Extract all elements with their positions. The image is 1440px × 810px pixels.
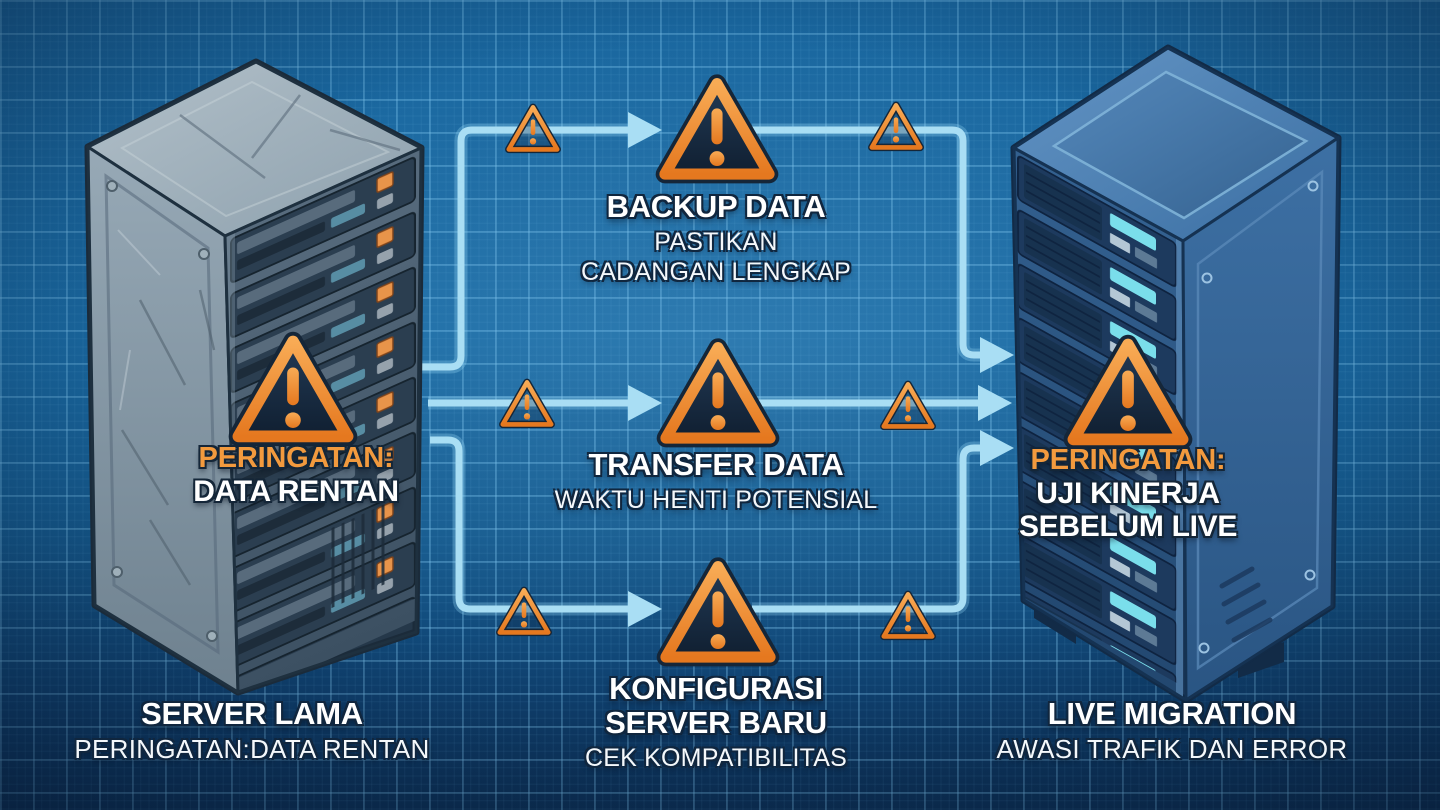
step-subtitle-line: CADANGAN LENGKAP xyxy=(581,258,851,286)
step-subtitle-line: WAKTU HENTI POTENSIAL xyxy=(554,486,878,514)
new-server-illustration xyxy=(1010,44,1342,704)
old-server-illustration xyxy=(84,58,425,696)
arrow-icon xyxy=(980,337,1014,373)
new-server-caption: LIVE MIGRATION AWASI TRAFIK DAN ERROR xyxy=(996,696,1348,765)
arrow-icon xyxy=(628,385,662,421)
step-title: KONFIGURASI xyxy=(609,671,823,706)
caption-subtitle: PERINGATAN:DATA RENTAN xyxy=(74,734,430,764)
step-subtitle-line: PASTIKAN xyxy=(654,228,778,256)
step-configure-server: KONFIGURASI SERVER BARU CEK KOMPATIBILIT… xyxy=(585,672,847,773)
old-server-warning-label: PERINGATAN: DATA RENTAN xyxy=(193,441,399,508)
step-title: TRANSFER DATA xyxy=(588,447,844,482)
arrow-icon xyxy=(980,430,1014,466)
step-subtitle-line: CEK KOMPATIBILITAS xyxy=(585,744,847,772)
arrow-icon xyxy=(628,591,662,627)
caption-subtitle: AWASI TRAFIK DAN ERROR xyxy=(996,734,1348,764)
flow-connectors xyxy=(420,112,1014,627)
old-server-caption: SERVER LAMA PERINGATAN:DATA RENTAN xyxy=(74,696,430,765)
warning-icon xyxy=(666,348,770,438)
warning-prefix: PERINGATAN: xyxy=(198,442,394,474)
arrow-icon xyxy=(978,385,1012,421)
caption-title: SERVER LAMA xyxy=(141,696,363,731)
warning-icon xyxy=(665,84,769,174)
warning-text: UJI KINERJA xyxy=(1036,477,1220,510)
warning-icon xyxy=(666,567,770,657)
warning-prefix: PERINGATAN: xyxy=(1030,444,1226,476)
step-title: SERVER BARU xyxy=(605,705,827,740)
arrow-icon xyxy=(628,112,662,148)
step-title: BACKUP DATA xyxy=(606,189,826,224)
step-backup-data: BACKUP DATA PASTIKAN CADANGAN LENGKAP xyxy=(581,190,851,287)
caption-title: LIVE MIGRATION xyxy=(1047,696,1297,731)
step-transfer-data: TRANSFER DATA WAKTU HENTI POTENSIAL xyxy=(555,448,878,515)
warning-text: SEBELUM LIVE xyxy=(1018,510,1238,543)
warning-text: DATA RENTAN xyxy=(193,475,399,508)
new-server-warning-label: PERINGATAN: UJI KINERJA SEBELUM LIVE xyxy=(1019,443,1237,543)
